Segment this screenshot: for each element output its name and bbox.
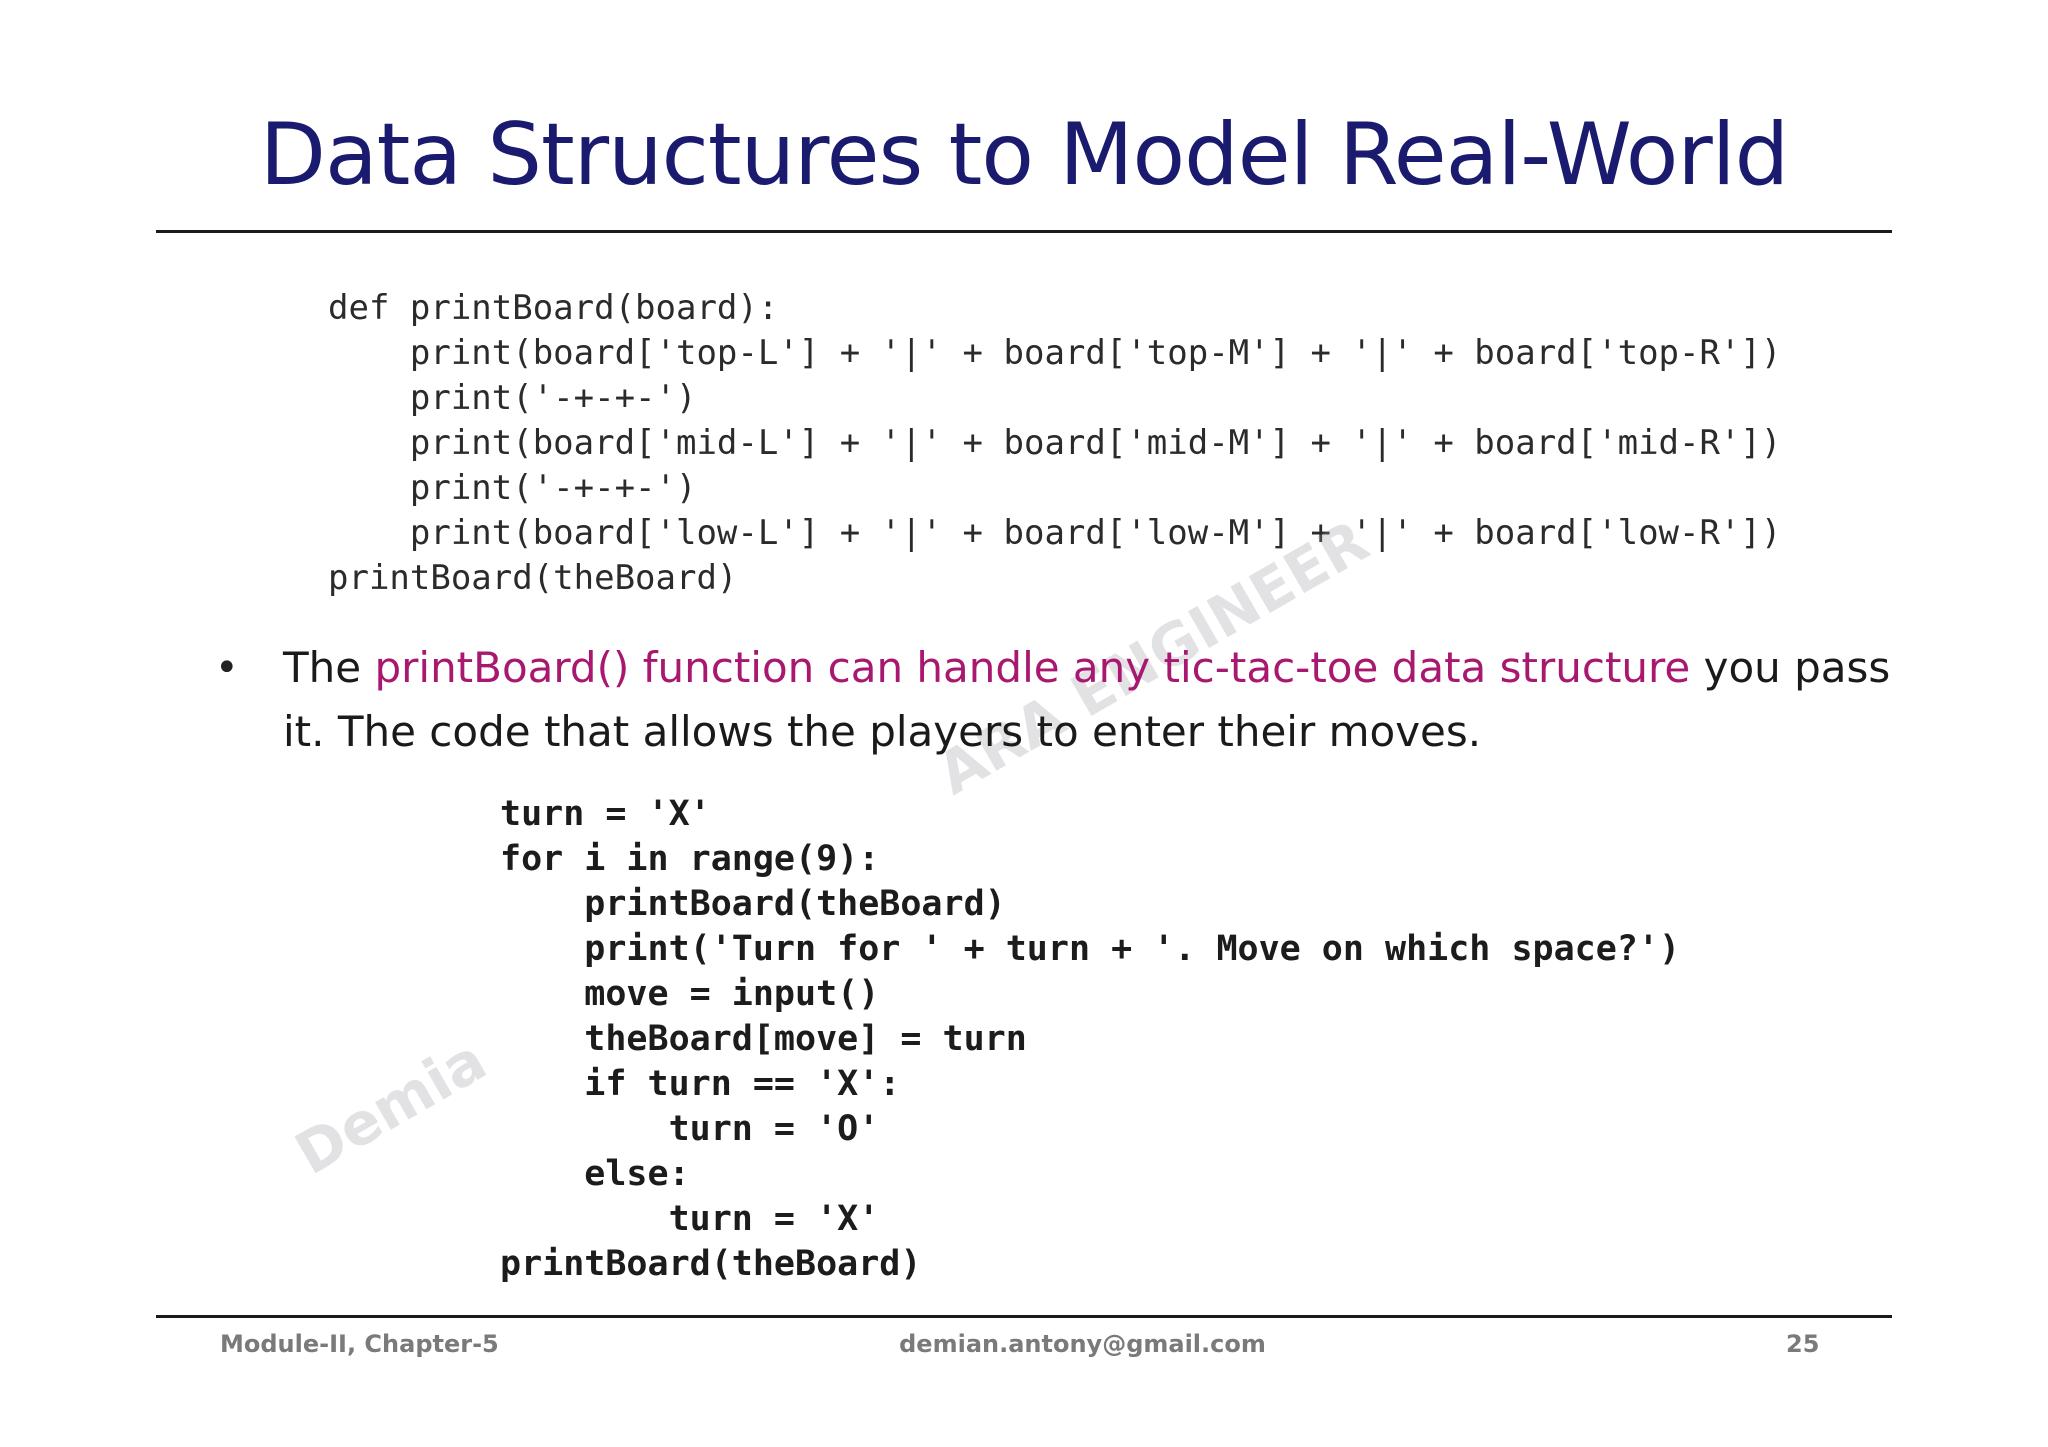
code-line: for i in range(9):	[500, 839, 880, 879]
code-line: turn = 'X'	[500, 794, 711, 834]
code-block-game-loop: turn = 'X' for i in range(9): printBoard(…	[500, 792, 1680, 1287]
bullet-prefix: The	[283, 643, 375, 692]
bullet-marker: •	[215, 645, 239, 691]
footer-module: Module-II, Chapter-5	[220, 1330, 499, 1358]
code-line: theBoard[move] = turn	[500, 1019, 1027, 1059]
code-line: print(board['top-L'] + '|' + board['top-…	[328, 333, 1782, 373]
code-line: print(board['low-L'] + '|' + board['low-…	[328, 513, 1782, 553]
bullet-highlight: printBoard() function can handle any tic…	[374, 643, 1691, 692]
code-line: printBoard(theBoard)	[500, 1244, 922, 1284]
title-divider	[156, 230, 1892, 233]
code-line: print('Turn for ' + turn + '. Move on wh…	[500, 929, 1681, 969]
code-line: print('-+-+-')	[328, 378, 697, 418]
code-line: print('-+-+-')	[328, 468, 697, 508]
watermark: Demia	[284, 1025, 498, 1188]
code-line: turn = 'O'	[500, 1109, 880, 1149]
code-line: turn = 'X'	[500, 1199, 880, 1239]
code-line: move = input()	[500, 974, 880, 1014]
code-block-print-board: def printBoard(board): print(board['top-…	[328, 286, 1781, 601]
code-line: if turn == 'X':	[500, 1064, 901, 1104]
slide-title: Data Structures to Model Real-World	[259, 105, 1790, 205]
code-line: else:	[500, 1154, 690, 1194]
page-number: 25	[1786, 1330, 1820, 1358]
bullet-text: The printBoard() function can handle any…	[283, 636, 1903, 764]
bullet-suffix: you pass it. The code that allows the pl…	[283, 643, 1891, 756]
footer-divider	[156, 1315, 1892, 1318]
code-line: printBoard(theBoard)	[328, 558, 738, 598]
footer-email: demian.antony@gmail.com	[899, 1330, 1266, 1358]
code-line: printBoard(theBoard)	[500, 884, 1006, 924]
code-line: print(board['mid-L'] + '|' + board['mid-…	[328, 423, 1782, 463]
code-line: def printBoard(board):	[328, 288, 779, 328]
